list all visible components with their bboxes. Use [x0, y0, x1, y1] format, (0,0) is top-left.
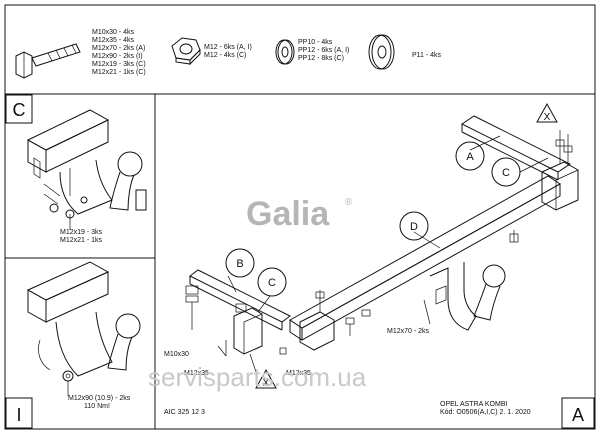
- callout-c-upper: C: [491, 157, 521, 187]
- bolt-line: M10x30 - 4ks: [92, 29, 135, 36]
- crossbar-a: [461, 115, 571, 181]
- svg-text:X: X: [544, 112, 551, 123]
- bolt-note-m12x35-right: M12x35: [286, 370, 311, 377]
- washer-line: PP12 - 8ks (C): [298, 55, 344, 62]
- panel-i-letter: I: [16, 405, 21, 425]
- panel-c-detail: [26, 109, 147, 230]
- bolt-line: M12x35 - 4ks: [92, 37, 135, 44]
- panel-i-letter-box: [5, 397, 33, 429]
- callout-c-lower: C: [257, 267, 287, 297]
- panel-a-letter: A: [572, 405, 584, 425]
- mount-plate: [299, 290, 371, 351]
- washer-line: PP10 - 4ks: [298, 39, 333, 46]
- svg-text:B: B: [236, 258, 243, 270]
- bolt-line: M12x70 - 2ks (A): [92, 45, 145, 52]
- leader-c-upper: [519, 157, 549, 173]
- callout-d: D: [399, 211, 429, 241]
- washer-icon: [275, 39, 295, 65]
- svg-text:A: A: [466, 151, 474, 163]
- nut-line: M12 - 6ks (A, I): [204, 44, 252, 51]
- bolt-note-m12x70: M12x70 - 2ks: [387, 328, 430, 335]
- panel-c-letter: C: [13, 100, 26, 120]
- svg-text:C: C: [502, 167, 510, 179]
- svg-text:X: X: [263, 378, 270, 389]
- svg-text:D: D: [410, 221, 418, 233]
- panel-c-note: M12x19 - 3ks: [60, 229, 103, 236]
- leader-c-lower: [257, 295, 271, 313]
- svg-text:C: C: [268, 277, 276, 289]
- tow-ball-assembly: [429, 230, 519, 331]
- outer-frame: [4, 4, 596, 430]
- leader-d: [413, 231, 441, 249]
- lower-bracket: [217, 303, 287, 373]
- nut-icon: [171, 37, 201, 66]
- bolt-line: M12x19 - 3ks (C): [92, 61, 146, 68]
- callout-b: B: [225, 248, 255, 278]
- crossbar-d: [289, 175, 561, 341]
- panel-c-letter-box: [5, 94, 33, 124]
- code-line: Kód: O0506(A,I,C) 2. 1. 2020: [440, 409, 531, 416]
- bolt-icon: [15, 43, 81, 79]
- leader-m12x70: [423, 299, 431, 325]
- panel-i-note: M12x90 (10.9) - 2ks: [68, 395, 131, 402]
- large-washer-icon: [368, 34, 395, 70]
- callout-a: A: [455, 141, 485, 171]
- panel-c-note: M12x21 - 1ks: [60, 237, 103, 244]
- x-mark-lower: X: [255, 368, 277, 389]
- large-washer-line: P11 - 4ks: [412, 52, 442, 59]
- bolt-legend: M10x30 - 4ks M12x35 - 4ks M12x70 - 2ks (…: [92, 29, 146, 76]
- galia-logo: Galia ®: [246, 195, 353, 233]
- bolt-note-m12x35-left: M12x35: [184, 370, 209, 377]
- bolt-note-m10x30: M10x30: [164, 351, 189, 358]
- registered-mark: ®: [345, 197, 353, 208]
- washer-line: PP12 - 6ks (A, I): [298, 47, 349, 54]
- panel-a-letter-box: [561, 397, 595, 429]
- upper-bracket: [541, 130, 579, 211]
- watermark: servisparts.com.ua: [148, 362, 367, 392]
- leader-b: [227, 275, 237, 293]
- panel-i-detail: [26, 261, 141, 396]
- vehicle-model: OPEL ASTRA KOMBI: [440, 401, 507, 408]
- leader-a: [469, 135, 501, 151]
- bolt-line: M12x90 - 2ks (I): [92, 53, 143, 60]
- panel-i-note: 110 Nm!: [84, 403, 110, 410]
- x-mark-upper: X: [536, 102, 558, 123]
- nut-line: M12 - 4ks (C): [204, 52, 246, 59]
- brand-wordmark: Galia: [246, 195, 330, 233]
- drawing-number: AIC 325 12 3: [164, 409, 205, 416]
- bolt-line: M12x21 - 1ks (C): [92, 69, 146, 76]
